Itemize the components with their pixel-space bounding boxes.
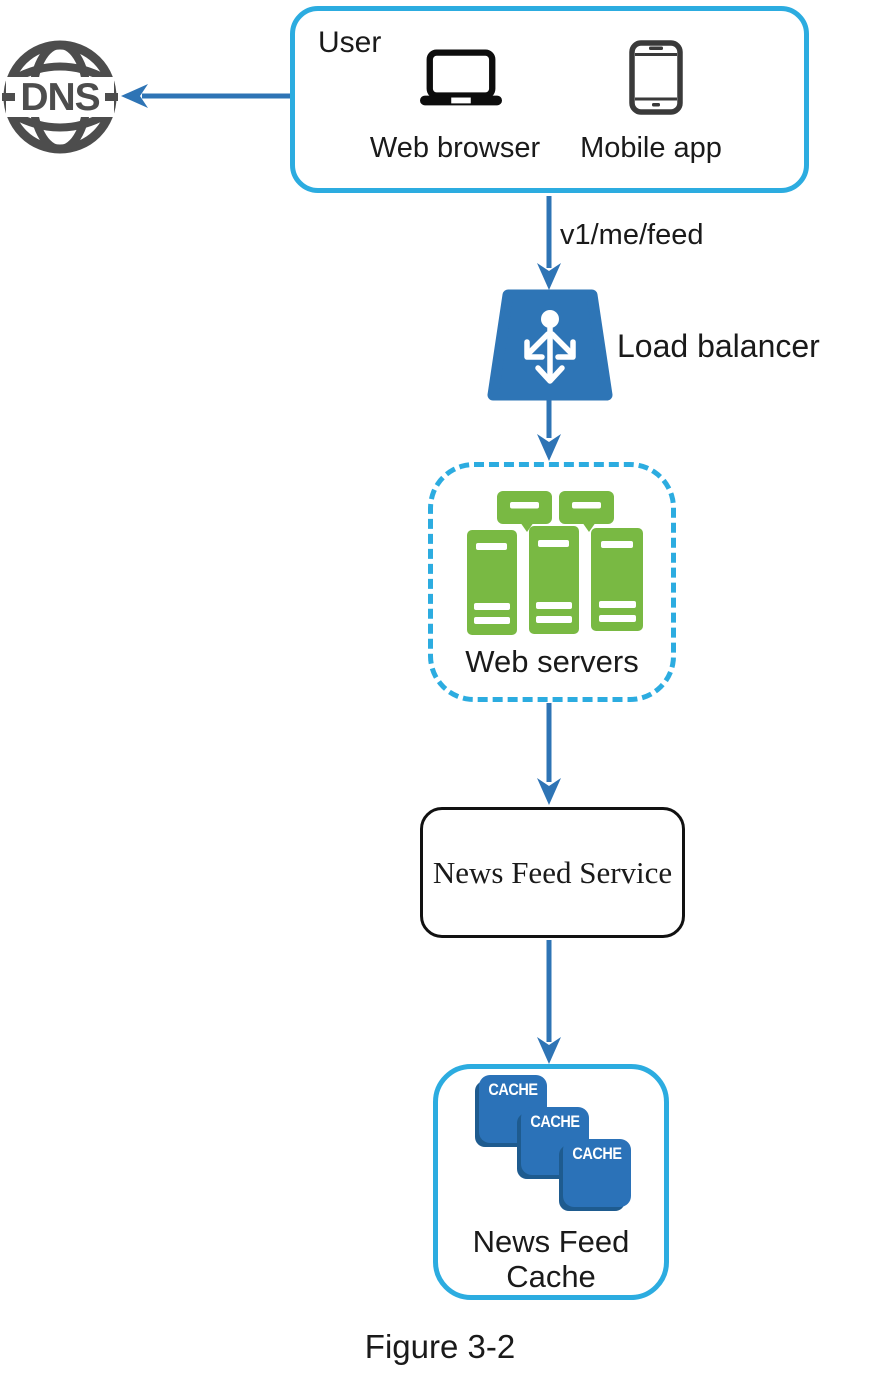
figure-caption: Figure 3-2 bbox=[364, 1328, 516, 1365]
web-servers-box: Web servers bbox=[428, 462, 676, 702]
laptop-icon bbox=[420, 49, 502, 106]
web-browser-label: Web browser bbox=[369, 132, 541, 164]
arrow-user-to-dns bbox=[121, 84, 292, 108]
news-feed-service-box: News Feed Service bbox=[420, 807, 685, 938]
dns-globe-icon: DNS bbox=[2, 40, 118, 154]
arrow-webservers-to-service bbox=[537, 703, 561, 805]
user-box: User Web browser Mobile app bbox=[290, 6, 809, 193]
arrow-service-to-cache bbox=[537, 940, 561, 1064]
news-feed-cache-box: CACHE CACHE CACHE News Feed Cache bbox=[433, 1064, 669, 1300]
cache-badge-label: CACHE bbox=[572, 1144, 622, 1163]
cache-node-icon: CACHE bbox=[563, 1139, 631, 1207]
cache-label-line2: Cache bbox=[506, 1259, 596, 1294]
arrow-loadbalancer-to-webservers bbox=[537, 400, 561, 461]
cache-badge-label: CACHE bbox=[530, 1112, 580, 1131]
user-box-title: User bbox=[318, 26, 382, 59]
web-servers-label: Web servers bbox=[465, 644, 639, 679]
cache-badge-label: CACHE bbox=[488, 1080, 538, 1099]
mobile-phone-icon bbox=[629, 40, 683, 115]
cache-label-line1: News Feed bbox=[472, 1224, 630, 1259]
load-balancer-icon bbox=[487, 289, 613, 401]
news-feed-cache-label: News Feed Cache bbox=[438, 1224, 664, 1294]
news-feed-service-label: News Feed Service bbox=[432, 854, 673, 890]
request-path-label: v1/me/feed bbox=[560, 219, 704, 251]
dns-label: DNS bbox=[20, 76, 99, 119]
load-balancer-label: Load balancer bbox=[617, 328, 820, 364]
server-cluster-icon bbox=[467, 491, 643, 635]
arrow-user-to-loadbalancer bbox=[537, 196, 561, 290]
mobile-app-label: Mobile app bbox=[580, 132, 722, 164]
